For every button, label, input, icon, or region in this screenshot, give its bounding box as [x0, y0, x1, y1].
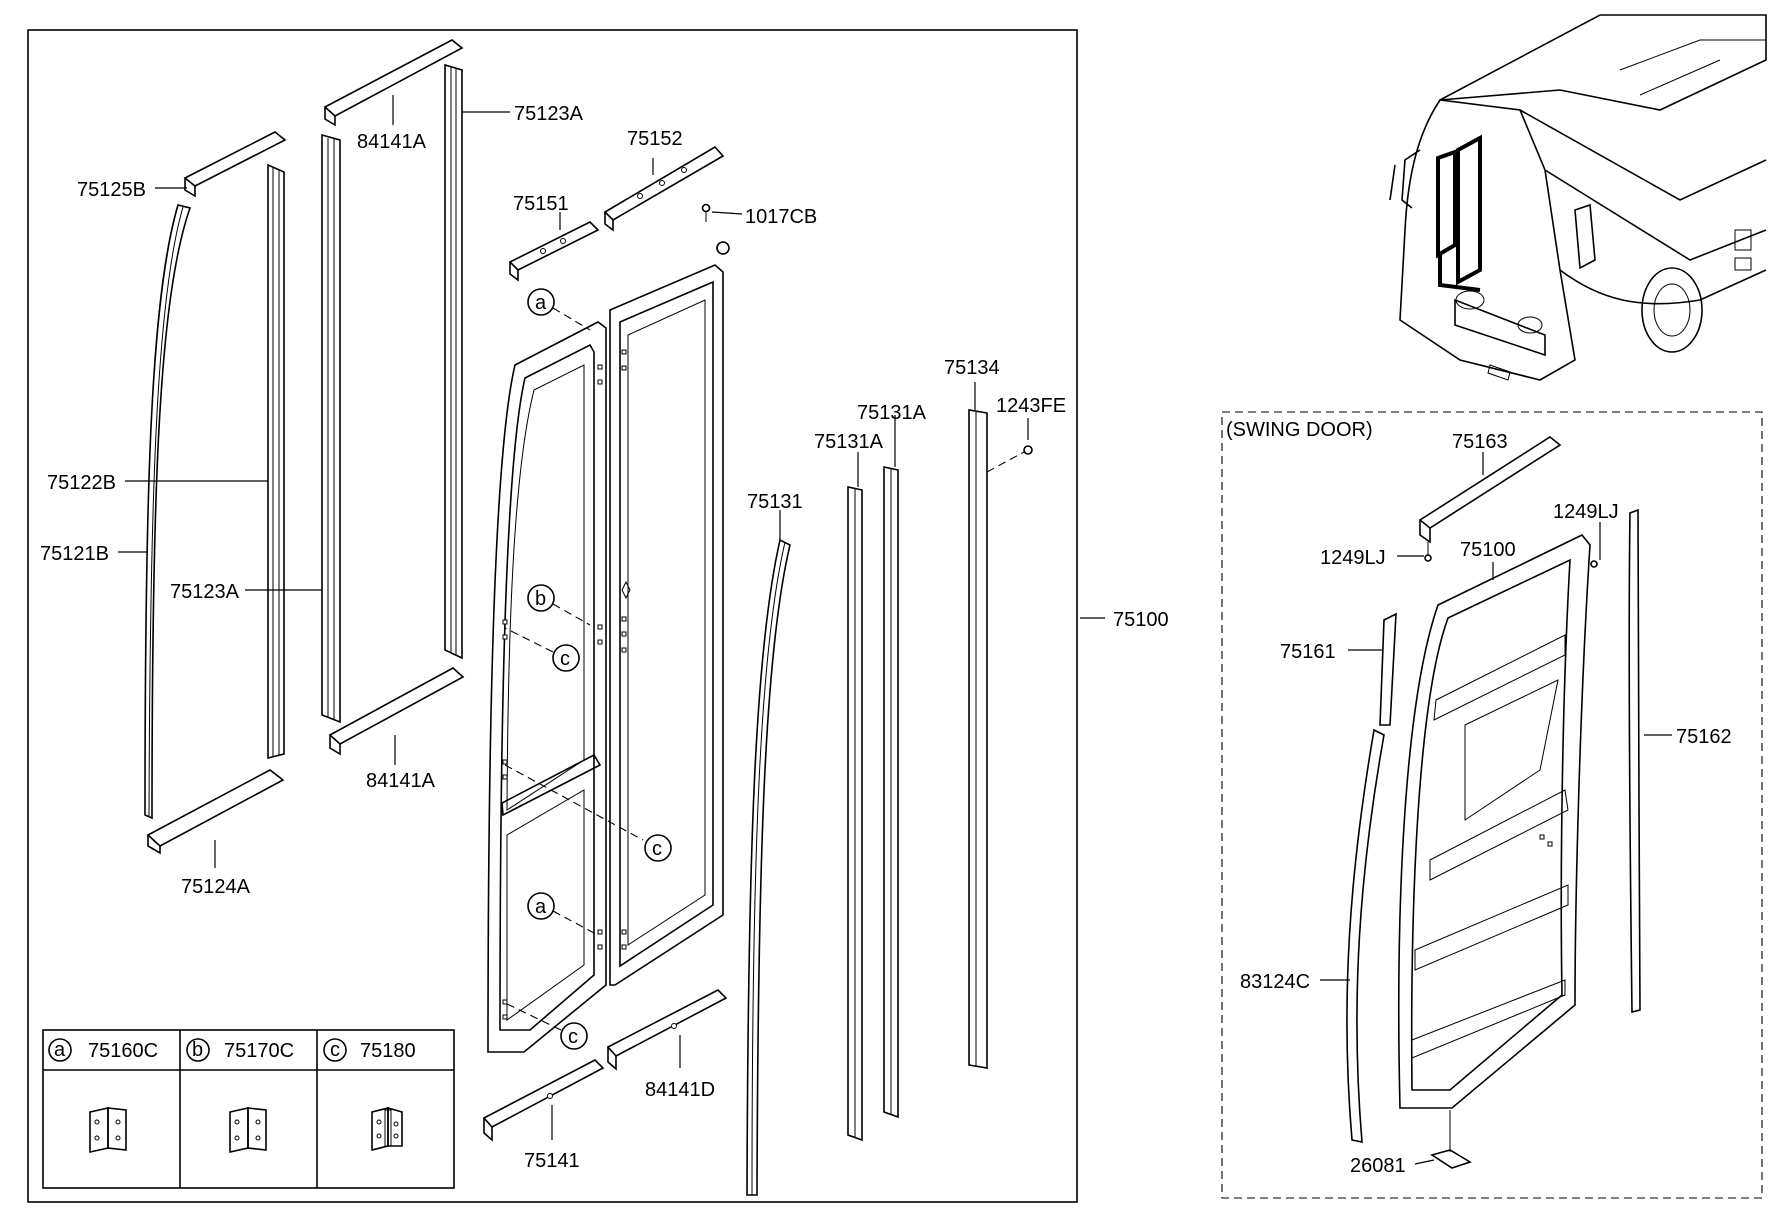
label-75122B: 75122B [47, 472, 116, 494]
callout-a-bottom: a [535, 896, 547, 918]
leader-lines [118, 95, 1105, 1140]
bracket-75141 [482, 1059, 605, 1142]
hinge-icon [89, 1107, 127, 1153]
swing-door-panel: (SWING DOOR) [1221, 411, 1763, 1199]
label-75125B: 75125B [77, 179, 146, 201]
label-75131: 75131 [747, 491, 803, 513]
bracket-84141A-bottom [328, 667, 465, 756]
screw-1249LJ-left [1424, 542, 1432, 562]
bracket-75125B [183, 131, 287, 198]
label-75151: 75151 [513, 193, 569, 215]
main-diagram-frame [27, 29, 1078, 1203]
callout-c-3: c [568, 1026, 578, 1048]
label-75123A-top: 75123A [514, 103, 584, 125]
hinge-leaders [504, 307, 644, 1031]
label-75100: 75100 [1113, 609, 1169, 631]
legend-letter-c: c [330, 1039, 340, 1061]
label-84141D: 84141D [645, 1079, 715, 1101]
callout-c-1: c [560, 648, 570, 670]
label-83124C: 83124C [1240, 971, 1310, 993]
hinge-callouts: a b c c a c [527, 288, 672, 1050]
label-26081: 26081 [1350, 1155, 1406, 1177]
strip-83124C [1346, 728, 1385, 1143]
seal-75131A-left [847, 486, 863, 1142]
bracket-84141A-top [323, 39, 464, 127]
label-75131A-b: 75131A [814, 431, 884, 453]
bracket-84141D [606, 989, 728, 1071]
bracket-26081 [1430, 1110, 1472, 1169]
bracket-75163 [1418, 436, 1562, 544]
callout-c-2: c [652, 838, 662, 860]
strip-75161 [1379, 612, 1397, 726]
rail-75123A-top [444, 63, 463, 660]
bus-illustration [1389, 14, 1767, 381]
label-75121B: 75121B [40, 543, 109, 565]
seal-75134 [968, 409, 988, 1069]
rail-75122B [267, 163, 285, 760]
label-1249LJ-left: 1249LJ [1320, 547, 1386, 569]
label-84141A-top: 84141A [357, 131, 427, 153]
label-swing-75100: 75100 [1460, 539, 1516, 561]
hinge-icon [229, 1107, 267, 1153]
label-75141: 75141 [524, 1150, 580, 1172]
seal-75131A-right [883, 466, 899, 1119]
bracket-75151 [508, 221, 600, 282]
label-75152: 75152 [627, 128, 683, 150]
label-75124A: 75124A [181, 876, 251, 898]
door-frame-75100 [487, 264, 724, 1053]
swing-door-title: (SWING DOOR) [1226, 419, 1373, 441]
hinge-icon [371, 1106, 403, 1152]
label-1249LJ-right: 1249LJ [1553, 501, 1619, 523]
label-1243FE: 1243FE [996, 395, 1066, 417]
label-75131A-a: 75131A [857, 402, 927, 424]
screw-1249LJ-right [1590, 560, 1598, 568]
callout-b: b [535, 588, 546, 610]
callout-labels: 84141A 75123A 75125B 75152 75151 1017CB … [40, 103, 1169, 1172]
legend-letter-b: b [192, 1039, 203, 1061]
label-84141A-bottom: 84141A [366, 770, 436, 792]
seal-75131 [746, 538, 791, 1196]
label-75163: 75163 [1452, 431, 1508, 453]
hinge-legend: a 75160C b 75170C c 75180 [42, 1029, 455, 1189]
strip-75162 [1628, 508, 1641, 1014]
label-1017CB: 1017CB [745, 206, 817, 228]
legend-letter-a: a [54, 1039, 66, 1061]
screw-1243FE [986, 445, 1033, 473]
label-75134: 75134 [944, 357, 1000, 379]
legend-part-75180: 75180 [360, 1040, 416, 1062]
swing-door-frame-75100 [1397, 534, 1591, 1109]
label-75162: 75162 [1676, 726, 1732, 748]
callout-a-top: a [535, 292, 547, 314]
bolt-1017CB [701, 203, 743, 255]
label-75123A-mid: 75123A [170, 581, 240, 603]
bracket-75152 [603, 145, 725, 232]
bracket-75124A [146, 769, 285, 855]
legend-part-75160C: 75160C [88, 1040, 158, 1062]
label-75161: 75161 [1280, 641, 1336, 663]
rail-75121B [144, 204, 192, 820]
legend-part-75170C: 75170C [224, 1040, 294, 1062]
rail-75123A-mid [321, 133, 341, 724]
